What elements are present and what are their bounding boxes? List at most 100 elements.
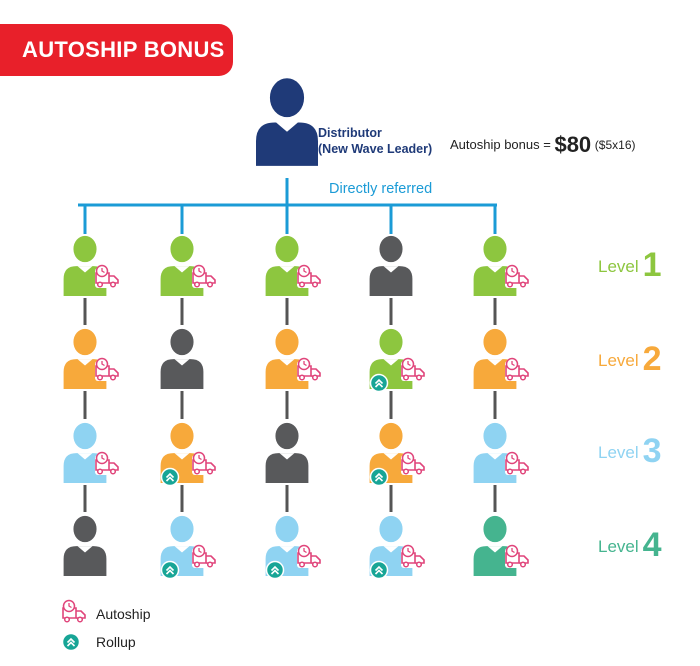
legend-autoship-icon xyxy=(62,599,86,623)
truck-wheel xyxy=(193,468,201,475)
person-body xyxy=(369,266,413,297)
clock-hands xyxy=(303,548,307,554)
person-head xyxy=(377,514,405,544)
truck-wheel xyxy=(506,561,514,568)
rollup-chevrons xyxy=(165,472,175,482)
title-text: AUTOSHIP BONUS xyxy=(22,37,225,62)
level-number: 2 xyxy=(642,340,662,378)
person-collar xyxy=(174,546,190,553)
person-body xyxy=(265,453,309,484)
clock-hands xyxy=(198,268,202,274)
person-collar xyxy=(383,546,399,553)
truck-wheel xyxy=(109,374,117,381)
autoship-icon xyxy=(297,357,321,381)
legend-autoship-label: Autoship xyxy=(96,606,151,622)
level-number: 4 xyxy=(642,526,662,564)
person-head xyxy=(377,421,405,451)
truck-wheel xyxy=(402,468,410,475)
truck-wheel xyxy=(206,468,214,475)
rollup-chevrons xyxy=(374,472,384,482)
autoship-icon xyxy=(401,451,425,475)
clock-hands xyxy=(303,361,307,367)
autoship-icon xyxy=(401,357,425,381)
level-word: Level xyxy=(598,351,639,370)
person-head xyxy=(481,234,509,264)
clock-hands xyxy=(101,268,105,274)
person-collar xyxy=(77,266,93,273)
person-collar xyxy=(279,266,295,273)
truck-wheel xyxy=(193,281,201,288)
truck-wheel xyxy=(206,561,214,568)
member-person-icon xyxy=(63,514,107,577)
person-collar xyxy=(383,266,399,273)
bonus-prefix: Autoship bonus = xyxy=(450,137,555,152)
clock-hands xyxy=(198,548,202,554)
autoship-icon xyxy=(505,264,529,288)
rollup-chevrons xyxy=(270,565,280,575)
person-body xyxy=(256,122,318,166)
person-collar xyxy=(77,546,93,553)
level-number: 1 xyxy=(642,246,662,284)
rollup-chevrons xyxy=(165,565,175,575)
truck-wheel xyxy=(63,616,71,623)
autoship-icon xyxy=(192,451,216,475)
clock-hands xyxy=(101,361,105,367)
autoship-icon xyxy=(192,544,216,568)
clock-hands xyxy=(511,548,515,554)
clock-hands xyxy=(511,268,515,274)
distributor-label-line1: Distributor xyxy=(318,126,382,140)
autoship-icon xyxy=(401,544,425,568)
person-head xyxy=(481,421,509,451)
person-body xyxy=(160,359,204,390)
person-head xyxy=(168,327,196,357)
autoship-icon xyxy=(95,357,119,381)
person-collar xyxy=(77,359,93,366)
person-collar xyxy=(279,453,295,460)
truck-wheel xyxy=(519,561,527,568)
truck-wheel xyxy=(402,374,410,381)
person-head xyxy=(71,327,99,357)
person-head xyxy=(481,327,509,357)
distributor-label-line2: (New Wave Leader) xyxy=(318,142,433,156)
clock-hands xyxy=(407,455,411,461)
autoship-icon xyxy=(297,544,321,568)
person-head xyxy=(71,514,99,544)
truck-wheel xyxy=(311,374,319,381)
rollup-icon xyxy=(369,467,389,487)
person-head xyxy=(71,421,99,451)
truck-wheel xyxy=(298,374,306,381)
truck-wheel xyxy=(506,281,514,288)
truck-wheel xyxy=(206,281,214,288)
clock-hands xyxy=(407,548,411,554)
person-collar xyxy=(487,546,503,553)
person-collar xyxy=(487,359,503,366)
level-word: Level xyxy=(598,257,639,276)
legend-rollup-icon xyxy=(61,632,81,652)
truck-wheel xyxy=(298,561,306,568)
rollup-chevrons xyxy=(66,637,76,647)
rollup-icon xyxy=(160,467,180,487)
title-banner: AUTOSHIP BONUS xyxy=(0,24,233,76)
person-collar xyxy=(174,359,190,366)
legend-rollup-label: Rollup xyxy=(96,634,136,650)
member-person-icon xyxy=(160,327,204,390)
rollup-chevrons xyxy=(374,565,384,575)
autoship-icon xyxy=(297,264,321,288)
truck-wheel xyxy=(298,281,306,288)
clock-hands xyxy=(511,455,515,461)
truck-wheel xyxy=(519,374,527,381)
autoship-icon xyxy=(192,264,216,288)
truck-wheel xyxy=(96,468,104,475)
person-head xyxy=(168,514,196,544)
person-collar xyxy=(276,122,298,132)
rollup-icon xyxy=(265,560,285,580)
bonus-calc: ($5x16) xyxy=(594,138,636,152)
truck-wheel xyxy=(311,281,319,288)
clock-hands xyxy=(198,455,202,461)
truck-wheel xyxy=(415,561,423,568)
